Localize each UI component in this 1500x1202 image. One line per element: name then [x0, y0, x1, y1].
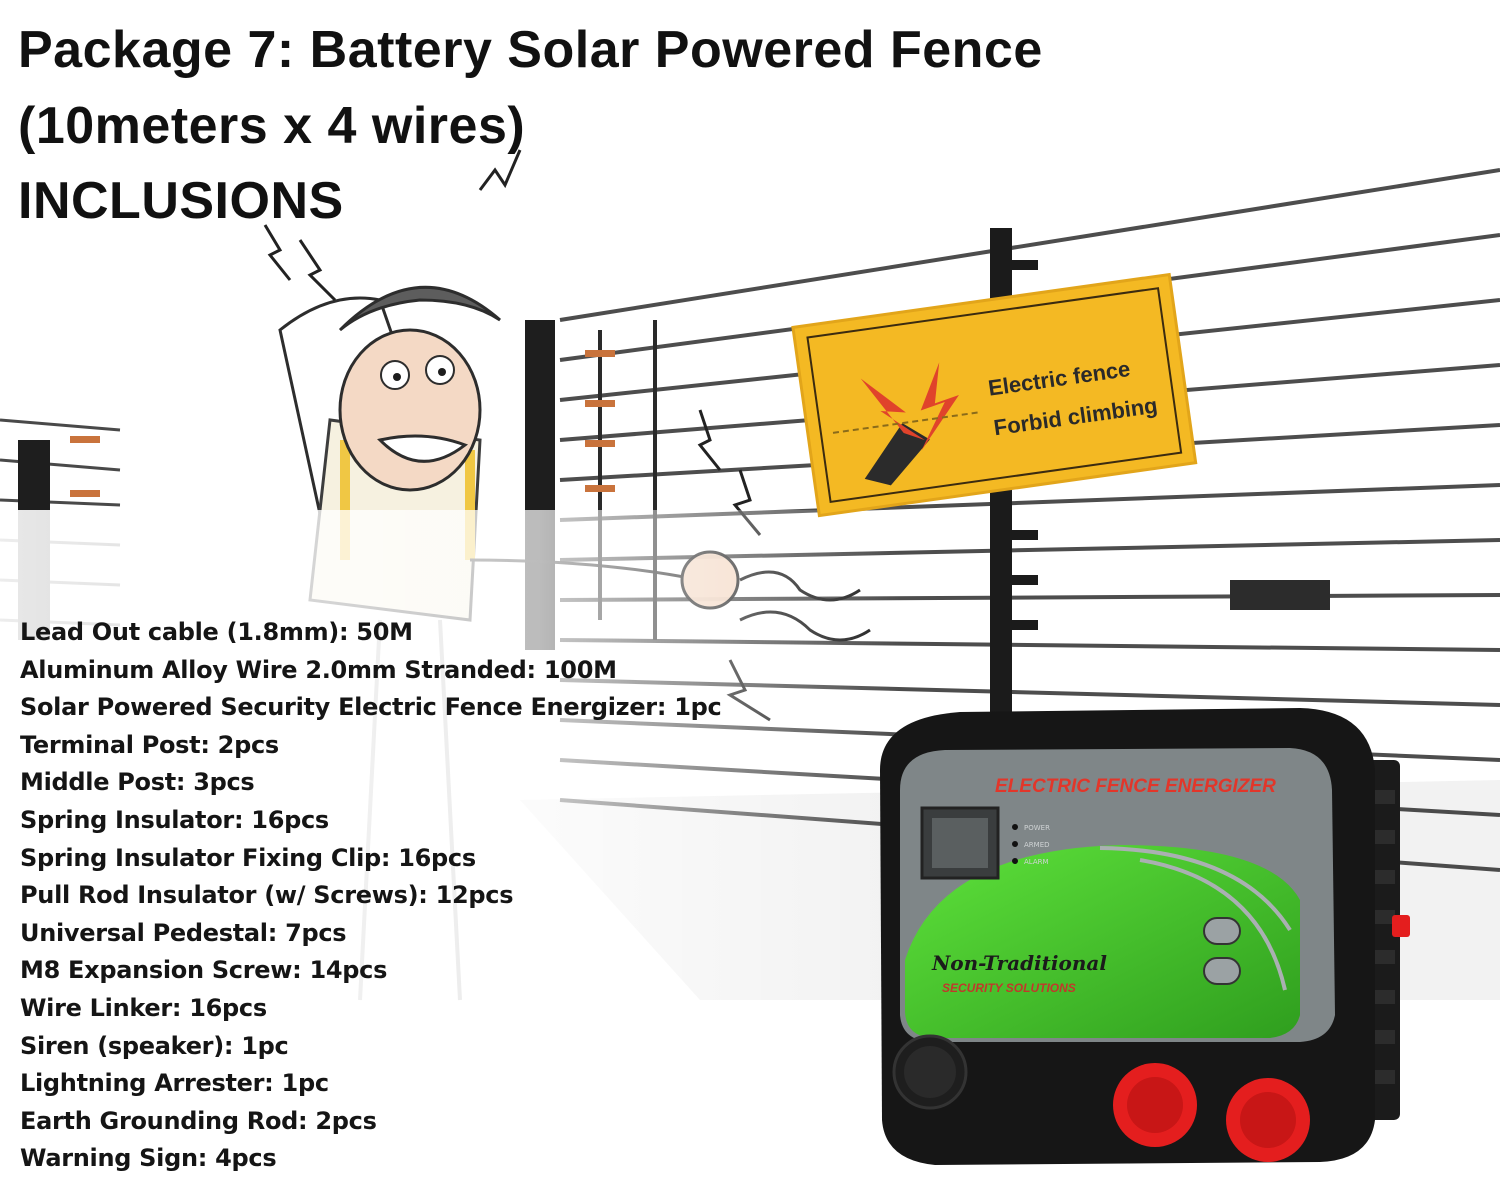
- list-item: Solar Powered Security Electric Fence En…: [20, 693, 722, 722]
- list-item: Warning Sign: 4pcs: [20, 1144, 277, 1173]
- led-armed-label: ARMED: [1024, 841, 1050, 849]
- list-item: Siren (speaker): 1pc: [20, 1031, 289, 1060]
- energizer-device: ELECTRIC FENCE ENERGIZER POWER ARMED ALA…: [880, 708, 1410, 1165]
- hand-shock-icon: [832, 362, 982, 486]
- page-title-line-3: INCLUSIONS: [18, 172, 344, 230]
- list-item: Lead Out cable (1.8mm): 50M: [20, 618, 413, 646]
- page-title-line-1: Package 7: Battery Solar Powered Fence: [18, 21, 1043, 79]
- brand-name: Non-Traditional: [931, 951, 1107, 975]
- brand-tagline: SECURITY SOLUTIONS: [942, 981, 1076, 995]
- list-item: Wire Linker: 16pcs: [20, 993, 267, 1022]
- list-item: Middle Post: 3pcs: [20, 768, 255, 797]
- list-item: Pull Rod Insulator (w/ Screws): 12pcs: [20, 881, 514, 910]
- list-item: Earth Grounding Rod: 2pcs: [20, 1106, 377, 1135]
- warning-sign: Electric fence Forbid climbing: [791, 272, 1198, 518]
- inclusions-list: Lead Out cable (1.8mm): 50M Aluminum All…: [20, 614, 722, 1178]
- energizer-header: ELECTRIC FENCE ENERGIZER: [995, 776, 1276, 797]
- led-alarm-label: ALARM: [1024, 858, 1049, 866]
- list-item: Aluminum Alloy Wire 2.0mm Stranded: 100M: [20, 655, 617, 684]
- page-title-line-2: (10meters x 4 wires): [18, 97, 526, 155]
- led-power-label: POWER: [1024, 824, 1050, 832]
- list-item: Universal Pedestal: 7pcs: [20, 918, 347, 947]
- list-item: M8 Expansion Screw: 14pcs: [20, 956, 388, 985]
- list-item: Spring Insulator: 16pcs: [20, 805, 329, 834]
- list-item: Terminal Post: 2pcs: [20, 730, 279, 759]
- list-item: Spring Insulator Fixing Clip: 16pcs: [20, 843, 476, 872]
- list-item: Lightning Arrester: 1pc: [20, 1069, 329, 1098]
